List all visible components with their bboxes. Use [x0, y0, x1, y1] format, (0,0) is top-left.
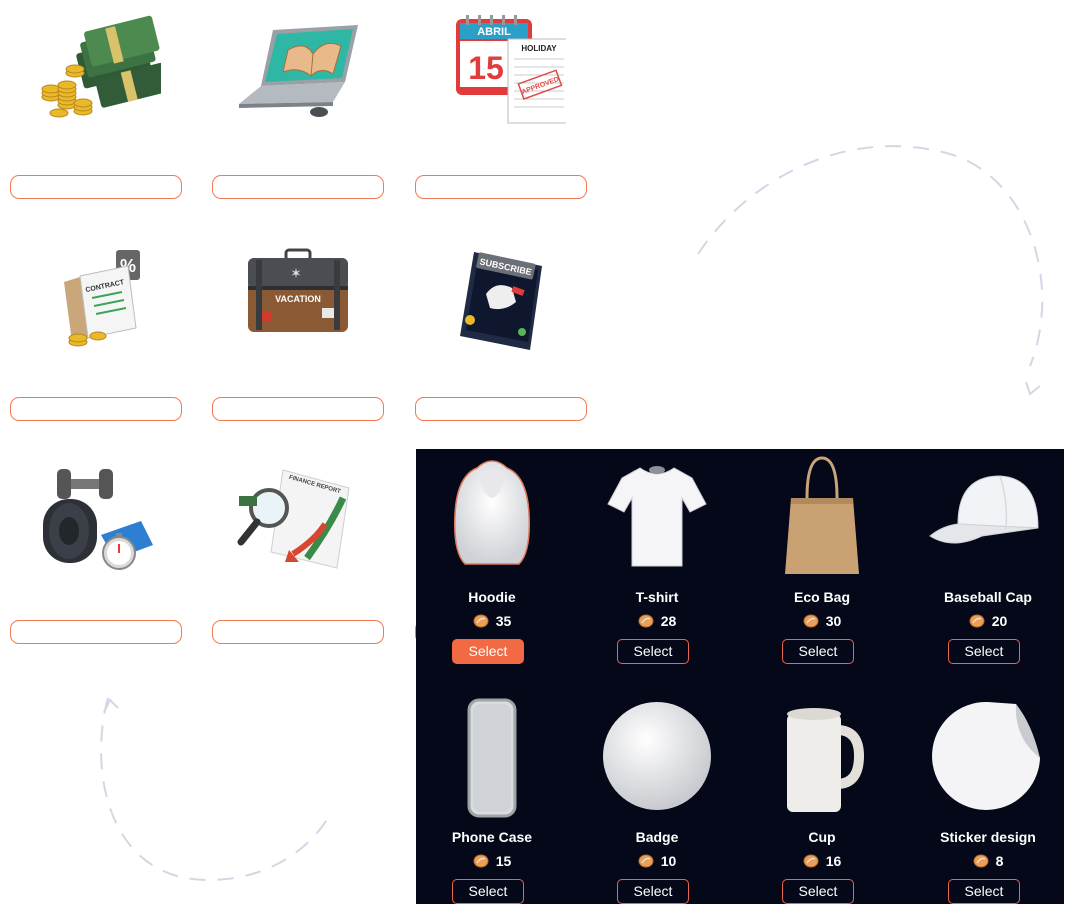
dashed-arrow-icon: [697, 145, 1044, 396]
merch-item-name: Sticker design: [940, 829, 1036, 845]
merch-item-price: 10: [577, 853, 737, 869]
coin-icon: [803, 614, 819, 628]
select-button[interactable]: Select: [452, 879, 524, 904]
select-button[interactable]: Select: [948, 879, 1020, 904]
coin-icon: [473, 614, 489, 628]
holiday-calendar-icon: ABRIL 15 HOLIDAY APPROVED: [415, 0, 587, 140]
merch-item-price-value: 16: [825, 853, 842, 869]
select-button[interactable]: Select: [782, 639, 854, 664]
reward-claim-button[interactable]: [10, 175, 182, 199]
select-button[interactable]: Select: [948, 639, 1020, 664]
eco-bag-icon: [742, 449, 902, 584]
select-button[interactable]: Select: [782, 879, 854, 904]
reward-claim-button[interactable]: [212, 397, 384, 421]
coin-icon: [973, 854, 989, 868]
select-button[interactable]: Select: [617, 639, 689, 664]
calendar-month-text: ABRIL: [477, 26, 511, 38]
holiday-note-title: HOLIDAY: [521, 44, 557, 53]
merch-item-price: 8: [908, 853, 1064, 869]
sticker-icon: [908, 689, 1064, 824]
finance-report-icon: FINANCE REPORT: [212, 445, 384, 585]
tshirt-icon: [577, 449, 737, 584]
laptop-book-icon: [212, 0, 384, 140]
reward-claim-button[interactable]: [212, 620, 384, 644]
select-button[interactable]: Select: [452, 639, 524, 664]
coin-icon: [473, 854, 489, 868]
coin-icon: [638, 854, 654, 868]
merch-item-price-value: 20: [991, 613, 1008, 629]
baseball-cap-icon: [908, 449, 1064, 584]
merch-item-price-value: 10: [660, 853, 677, 869]
svg-text:✶: ✶: [290, 265, 302, 281]
reward-claim-button[interactable]: [212, 175, 384, 199]
merch-item-name: Cup: [808, 829, 836, 845]
reward-claim-button[interactable]: [10, 397, 182, 421]
coin-icon: [803, 854, 819, 868]
merch-item-price: 16: [742, 853, 902, 869]
coin-icon: [969, 614, 985, 628]
reward-claim-button[interactable]: [415, 397, 587, 421]
merch-item-name: Phone Case: [451, 829, 533, 845]
reward-claim-button[interactable]: [415, 175, 587, 199]
merch-panel: Hoodie 35 Select T-shirt 28 Select: [416, 449, 1064, 904]
merch-item-price: 28: [577, 613, 737, 629]
merch-item-price-value: 35: [495, 613, 512, 629]
contract-discount-icon: % CONTRACT: [10, 222, 182, 362]
merch-item-price: 20: [908, 613, 1064, 629]
merch-item-price: 30: [742, 613, 902, 629]
coin-icon: [638, 614, 654, 628]
calendar-day-text: 15: [468, 50, 504, 86]
dashed-arrow-icon: [100, 697, 329, 882]
merch-item-name: Hoodie: [468, 589, 516, 605]
select-button[interactable]: Select: [617, 879, 689, 904]
fitness-dumbbell-mat-icon: [10, 445, 182, 585]
merch-item-name: Eco Bag: [793, 589, 850, 605]
hoodie-icon: [416, 449, 572, 584]
phone-case-icon: [416, 689, 572, 824]
cup-icon: [742, 689, 902, 824]
reward-claim-button[interactable]: [10, 620, 182, 644]
vacation-suitcase-icon: VACATION ✶: [212, 222, 384, 362]
merch-item-price-value: 28: [660, 613, 677, 629]
merch-item-name: Baseball Cap: [944, 589, 1032, 605]
merch-item-price-value: 15: [495, 853, 512, 869]
merch-item-name: Badge: [635, 829, 679, 845]
merch-item-price: 35: [416, 613, 572, 629]
merch-item-price-value: 30: [825, 613, 842, 629]
cash-coins-icon: [10, 0, 182, 140]
badge-icon: [577, 689, 737, 824]
subscribe-tablet-icon: SUBSCRIBE: [415, 222, 587, 362]
suitcase-label-text: VACATION: [275, 294, 321, 304]
merch-item-name: T-shirt: [635, 589, 679, 605]
merch-item-price: 15: [416, 853, 572, 869]
merch-item-price-value: 8: [995, 853, 1004, 869]
